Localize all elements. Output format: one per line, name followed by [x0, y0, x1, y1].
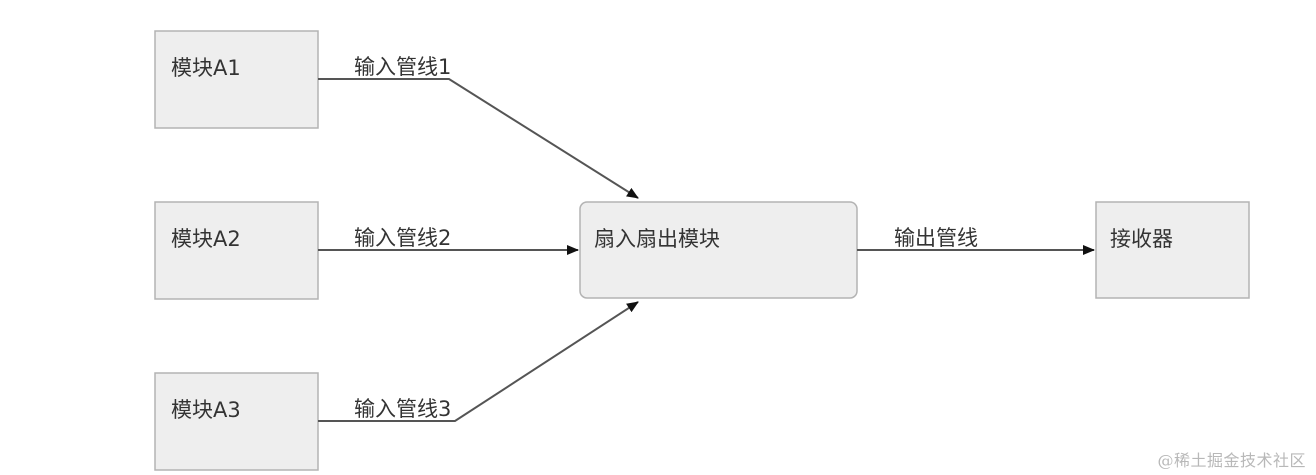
node-module-a1: 模块A1 — [154, 30, 319, 129]
node-module-a3: 模块A3 — [154, 372, 319, 471]
edge-input-pipe-3-label: 输入管线3 — [354, 397, 451, 421]
edge-input-pipe-1-label: 输入管线1 — [354, 55, 451, 79]
edge-output-pipe: 输出管线 — [857, 226, 1095, 255]
node-module-a2-box — [154, 201, 319, 300]
edge-input-pipe-3-line — [318, 301, 639, 422]
node-module-a3-label: 模块A3 — [171, 398, 241, 422]
watermark-text: @稀土掘金技术社区 — [1157, 451, 1306, 470]
node-receiver-box — [1095, 201, 1250, 299]
node-fan-in-fan-out-label: 扇入扇出模块 — [594, 227, 720, 251]
node-module-a1-label: 模块A1 — [171, 56, 241, 80]
node-receiver: 接收器 — [1095, 201, 1250, 299]
node-module-a1-box — [154, 30, 319, 129]
edge-input-pipe-1-line — [318, 78, 639, 199]
node-module-a2: 模块A2 — [154, 201, 319, 300]
edge-input-pipe-2-label: 输入管线2 — [354, 226, 451, 250]
node-fan-in-fan-out: 扇入扇出模块 — [579, 201, 858, 299]
node-module-a3-box — [154, 372, 319, 471]
edge-output-pipe-label: 输出管线 — [894, 226, 978, 250]
node-receiver-label: 接收器 — [1110, 227, 1173, 251]
node-module-a2-label: 模块A2 — [171, 227, 241, 251]
edge-input-pipe-2: 输入管线2 — [318, 226, 579, 255]
edge-input-pipe-3: 输入管线3 — [318, 301, 639, 422]
edge-input-pipe-1: 输入管线1 — [318, 55, 639, 199]
